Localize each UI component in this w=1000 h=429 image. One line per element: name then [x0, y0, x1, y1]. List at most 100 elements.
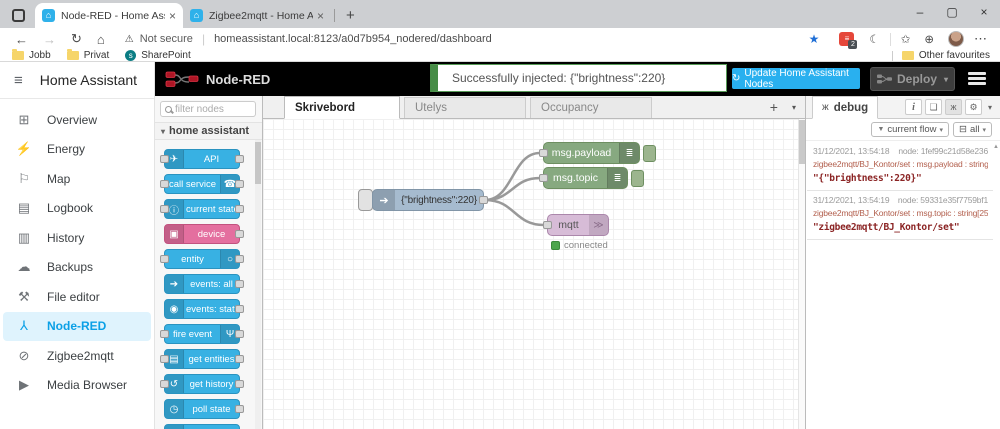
palette-node[interactable]: ⓘ current state	[160, 199, 244, 219]
palette-node[interactable]: ▣ device	[164, 224, 244, 244]
palette-category-header[interactable]: ▾ home assistant	[155, 122, 262, 140]
settings-menu-icon[interactable]: ⋯	[974, 31, 988, 46]
sidebar-item[interactable]: ▤ Logbook	[0, 194, 154, 224]
close-button[interactable]: ×	[980, 5, 988, 19]
sidebar-item-icon: ▶	[19, 377, 29, 393]
sidebar-item[interactable]: ⚒ File editor	[0, 282, 154, 312]
filter-scope-button[interactable]: ▼ current flow ▾	[871, 122, 949, 137]
sidebar-item[interactable]: ☁ Backups	[0, 253, 154, 283]
flow-tab[interactable]: Occupancy	[530, 97, 652, 118]
bookmark-item[interactable]: Privat	[55, 49, 109, 61]
debug-message[interactable]: 31/12/2021, 13:54:19 node: 59331e35f7759…	[807, 191, 993, 240]
debug-message[interactable]: 31/12/2021, 13:54:18 node: 1fef99c21d58e…	[807, 142, 993, 191]
palette-node-label: API	[203, 153, 220, 165]
debug-tab-button[interactable]: ж	[944, 99, 962, 115]
sidebar-item[interactable]: ⅄ Node-RED	[3, 311, 151, 341]
scrollbar-thumb[interactable]	[255, 142, 261, 184]
browser-essentials-icon[interactable]: ☾	[869, 34, 880, 46]
debug-toggle-button[interactable]	[643, 145, 656, 162]
debug-sidebar: ж debug i ❏ ж ⚙ ▾ ▼ current flow ▾	[805, 96, 1000, 429]
browser-tab[interactable]: ⌂ Node-RED - Home Assistant ×	[35, 3, 183, 28]
tab-actions-icon[interactable]	[12, 9, 25, 22]
nodered-app: Node-RED Successfully injected: {"bright…	[155, 62, 1000, 429]
debug-toggle-button[interactable]	[631, 170, 644, 187]
home-icon[interactable]: ⌂	[96, 31, 105, 47]
palette-node[interactable]: ▤ get entities	[160, 349, 244, 369]
sidebar-toggle-icon[interactable]: ≡	[14, 71, 23, 89]
back-icon[interactable]: ←	[15, 31, 28, 47]
palette-node[interactable]: Ψ fire event	[160, 324, 244, 344]
flow-canvas[interactable]: ➔ {"brightness":220} msg.payload ≣ msg.t…	[263, 119, 798, 429]
palette-node[interactable]: ✈ API	[160, 149, 244, 169]
filter-scope-label: current flow	[887, 124, 937, 135]
favorite-star-icon[interactable]: ★	[808, 32, 820, 46]
scrollbar-thumb[interactable]	[799, 120, 805, 164]
menu-burger-icon[interactable]	[968, 72, 986, 87]
sidebar-item[interactable]: ⊘ Zigbee2mqtt	[0, 341, 154, 371]
palette-node[interactable]: ☎ call service	[160, 174, 244, 194]
maximize-button[interactable]: ▢	[946, 5, 958, 19]
filter-nodes-input[interactable]	[175, 103, 245, 115]
flow-tab[interactable]: Utelys	[404, 97, 526, 118]
extension-icon[interactable]: ≡2	[839, 32, 858, 49]
refresh-icon[interactable]: ↻	[71, 31, 82, 46]
browser-tab[interactable]: ⌂ Zigbee2mqtt - Home Assistant ×	[183, 3, 331, 28]
palette-node[interactable]: ○ entity	[160, 249, 244, 269]
palette-node[interactable]: ↺ get history	[160, 374, 244, 394]
debug-scroll-up-icon[interactable]: ▲	[993, 144, 999, 150]
tab-close-icon[interactable]: ×	[168, 8, 176, 23]
clear-messages-button[interactable]: ⊟ all ▾	[953, 122, 992, 137]
tab-close-icon[interactable]: ×	[316, 8, 324, 23]
node-output-port[interactable]	[479, 196, 488, 204]
sidebar-item[interactable]: ▥ History	[0, 223, 154, 253]
palette-filter[interactable]	[160, 101, 256, 117]
sidebar-item[interactable]: ⊞ Overview	[0, 105, 154, 135]
flow-list-caret-icon[interactable]: ▾	[791, 102, 796, 112]
url-separator: |	[201, 32, 206, 46]
node-input-port[interactable]	[539, 149, 548, 157]
collections-icon[interactable]: ✩	[900, 34, 911, 46]
new-tab-button[interactable]: +	[346, 7, 355, 24]
message-payload[interactable]: "zigbee2mqtt/BJ_Kontor/set"	[813, 222, 960, 233]
message-payload[interactable]: "{"brightness":220}"	[813, 173, 922, 184]
sidebar-item[interactable]: ⚡ Energy	[0, 135, 154, 165]
debug-node-msg-topic[interactable]: msg.topic ≣	[539, 167, 644, 189]
mqtt-node[interactable]: mqtt ≫	[543, 214, 609, 236]
sidebar-caret-icon[interactable]: ▾	[987, 102, 992, 112]
palette-scrollbar[interactable]	[255, 140, 261, 429]
palette-node[interactable]: ◉ events: state	[164, 299, 244, 319]
node-input-port[interactable]	[539, 174, 548, 182]
url-text: homeassistant.local:8123/a0d7b954_nodere…	[214, 33, 492, 45]
canvas-scrollbar[interactable]	[798, 119, 805, 429]
deploy-icon	[876, 74, 892, 84]
forward-icon[interactable]: →	[43, 31, 56, 47]
other-favourites[interactable]: Other favourites	[891, 50, 990, 61]
debug-node-msg-payload[interactable]: msg.payload ≣	[539, 142, 656, 164]
add-flow-button[interactable]: +	[769, 99, 778, 115]
minimize-button[interactable]: –	[916, 5, 924, 19]
flow-tab[interactable]: Skrivebord	[284, 96, 400, 119]
info-tab-button[interactable]: i	[904, 99, 922, 115]
profile-avatar[interactable]	[948, 31, 964, 47]
palette-node[interactable]: ➔ events: all	[164, 274, 244, 294]
palette-node[interactable]: ◷ poll state	[164, 399, 244, 419]
palette-node[interactable]: ▦ render	[164, 424, 240, 429]
node-input-port	[160, 355, 169, 363]
inject-node[interactable]: ➔ {"brightness":220}	[372, 189, 488, 211]
inject-trigger-button[interactable]	[358, 189, 373, 211]
web-capture-icon[interactable]: ⊕	[924, 34, 934, 46]
url-field[interactable]: ⚠ Not secure | homeassistant.local:8123/…	[125, 32, 797, 46]
bookmark-item[interactable]: Jobb	[0, 49, 51, 61]
deploy-button[interactable]: Deploy ▾	[870, 67, 955, 91]
sidebar-item[interactable]: ▶ Media Browser	[0, 371, 154, 401]
help-tab-button[interactable]: ❏	[924, 99, 942, 115]
bookmark-item[interactable]: s SharePoint	[113, 50, 191, 61]
wire-path	[484, 176, 541, 202]
config-tab-button[interactable]: ⚙	[964, 99, 982, 115]
debug-tab[interactable]: ж debug	[812, 96, 879, 119]
update-ha-nodes-button[interactable]: ↻Update Home Assistant Nodes	[732, 68, 860, 90]
sidebar-item[interactable]: ⚐ Map	[0, 164, 154, 194]
ha-title: Home Assistant	[39, 72, 138, 88]
deploy-caret-icon[interactable]: ▾	[944, 74, 949, 84]
node-input-port[interactable]	[543, 221, 552, 229]
